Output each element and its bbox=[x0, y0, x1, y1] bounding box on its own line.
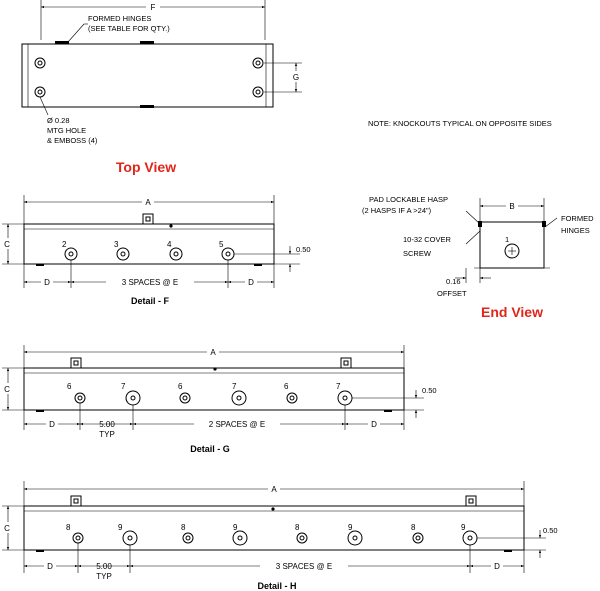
h-ko-6: 9 bbox=[348, 523, 353, 532]
h-ko-4: 9 bbox=[233, 523, 238, 532]
hinge-bottom-mid bbox=[140, 105, 154, 108]
g-ko-2: 7 bbox=[121, 382, 126, 391]
mtg-note-3: & EMBOSS (4) bbox=[47, 136, 98, 145]
f-dim-d-right: D bbox=[248, 278, 254, 287]
top-view-title: Top View bbox=[116, 159, 176, 175]
h-typ-value: 5.00 bbox=[96, 562, 112, 571]
g-dim-c: C bbox=[4, 385, 10, 394]
g-typ-value: 5.00 bbox=[99, 420, 115, 429]
cover-screw-1: 10-32 COVER bbox=[403, 235, 452, 244]
detail-f: A C 2 3 4 5 0.50 bbox=[2, 195, 311, 306]
f-offset: 0.50 bbox=[296, 245, 311, 254]
end-ko-label: 1 bbox=[505, 235, 509, 244]
h-ko-8: 9 bbox=[461, 523, 466, 532]
end-view-title: End View bbox=[481, 304, 543, 320]
detail-h-title: Detail - H bbox=[257, 581, 296, 591]
h-dim-c: C bbox=[4, 524, 10, 533]
mtg-hole-icons bbox=[34, 57, 264, 98]
h-spaces: 3 SPACES @ E bbox=[276, 562, 332, 571]
h-box bbox=[23, 505, 525, 551]
h-ko-2: 9 bbox=[118, 523, 123, 532]
hinges-note-2: (SEE TABLE FOR QTY.) bbox=[88, 24, 170, 33]
knockout-note: NOTE: KNOCKOUTS TYPICAL ON OPPOSITE SIDE… bbox=[368, 119, 552, 128]
h-dim-a: A bbox=[271, 485, 277, 494]
h-offset: 0.50 bbox=[543, 526, 558, 535]
f-ko-2: 2 bbox=[62, 240, 67, 249]
h-ko-5: 8 bbox=[295, 523, 300, 532]
top-view: F G FORMED HINGES (SEE TABLE FOR QTY.) Ø… bbox=[21, 0, 302, 175]
formed-hinges-2: HINGES bbox=[561, 226, 590, 235]
f-dim-c: C bbox=[4, 240, 10, 249]
f-dim-a: A bbox=[145, 198, 151, 207]
mtg-note-2: MTG HOLE bbox=[47, 126, 86, 135]
hinge-top-left bbox=[55, 41, 69, 44]
detail-f-title: Detail - F bbox=[131, 296, 170, 306]
detail-g: A C 6 7 6 7 6 7 0.50 bbox=[2, 345, 437, 454]
g-offset: 0.50 bbox=[422, 386, 437, 395]
g-typ-label: TYP bbox=[99, 430, 115, 439]
f-knockouts bbox=[64, 247, 235, 261]
dim-f-label: F bbox=[151, 3, 156, 12]
f-dim-d-left: D bbox=[44, 278, 50, 287]
offset-2: OFFSET bbox=[437, 289, 467, 298]
g-knockouts bbox=[74, 390, 353, 406]
top-view-box bbox=[21, 43, 274, 108]
g-dim-d-right: D bbox=[371, 420, 377, 429]
dim-b-label: B bbox=[509, 202, 514, 211]
g-dim-a: A bbox=[210, 348, 216, 357]
f-ko-3: 3 bbox=[114, 240, 119, 249]
h-dim-d-right: D bbox=[494, 562, 500, 571]
h-ko-1: 8 bbox=[66, 523, 71, 532]
g-ko-6: 7 bbox=[336, 382, 341, 391]
h-dim-d-left: D bbox=[47, 562, 53, 571]
g-dim-d-left: D bbox=[49, 420, 55, 429]
hinge-top-mid bbox=[140, 41, 154, 44]
dim-g-label: G bbox=[293, 73, 299, 82]
cover-screw-2: SCREW bbox=[403, 249, 432, 258]
h-typ-label: TYP bbox=[96, 572, 112, 581]
hasp-note-2: (2 HASPS IF A >24") bbox=[362, 206, 432, 215]
f-ko-5: 5 bbox=[219, 240, 224, 249]
formed-hinges-1: FORMED bbox=[561, 214, 594, 223]
detail-g-title: Detail - G bbox=[190, 444, 230, 454]
end-view: B 1 PAD LOCKABLE HASP (2 HASPS IF A >24"… bbox=[362, 195, 594, 320]
f-spaces: 3 SPACES @ E bbox=[122, 278, 178, 287]
g-ko-5: 6 bbox=[284, 382, 289, 391]
hasp-note-1: PAD LOCKABLE HASP bbox=[369, 195, 448, 204]
h-knockouts bbox=[72, 530, 478, 546]
h-ko-7: 8 bbox=[411, 523, 416, 532]
detail-h: A C 8 9 8 9 8 9 8 9 bbox=[2, 481, 558, 591]
offset-1: 0.16 bbox=[446, 277, 461, 286]
hinges-note-1: FORMED HINGES bbox=[88, 14, 151, 23]
g-ko-1: 6 bbox=[67, 382, 72, 391]
g-spaces: 2 SPACES @ E bbox=[209, 420, 265, 429]
mtg-note-1: Ø 0.28 bbox=[47, 116, 70, 125]
h-ko-3: 8 bbox=[181, 523, 186, 532]
g-ko-3: 6 bbox=[178, 382, 183, 391]
g-ko-4: 7 bbox=[232, 382, 237, 391]
f-ko-4: 4 bbox=[167, 240, 172, 249]
